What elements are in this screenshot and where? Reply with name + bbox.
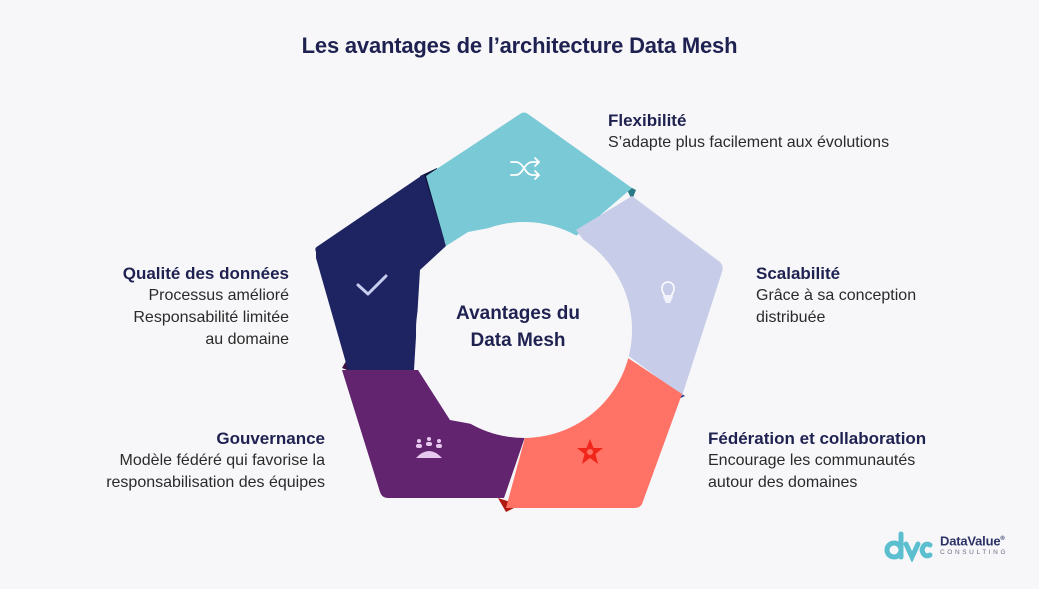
logo-brand: DataValue xyxy=(940,533,1001,549)
segment-gouvernance xyxy=(342,370,526,498)
benefit-heading: Fédération et collaboration xyxy=(708,429,927,448)
benefit-heading: Scalabilité xyxy=(756,264,841,283)
shuffle-icon xyxy=(510,157,540,180)
benefit-flexibilite: Flexibilité S’adapte plus facilement aux… xyxy=(608,110,889,154)
benefit-description-line: Modèle fédéré qui favorise la xyxy=(119,452,325,469)
segment-federation xyxy=(506,354,682,508)
team-meeting-icon xyxy=(416,437,442,458)
hands-star-icon xyxy=(577,439,603,464)
lightbulb-icon xyxy=(661,281,675,303)
benefit-description-line: Grâce à sa conception xyxy=(756,287,917,304)
benefit-heading: Gouvernance xyxy=(216,429,325,448)
benefit-description-line: au domaine xyxy=(205,331,289,348)
benefit-description-line: autour des domaines xyxy=(708,474,858,491)
benefit-scalabilite: Scalabilité Grâce à sa conception distri… xyxy=(756,263,916,329)
benefit-description: S’adapte plus facilement aux évolutions xyxy=(608,134,890,151)
logo-registered: ® xyxy=(1000,535,1005,542)
benefit-heading: Qualité des données xyxy=(122,264,289,283)
segment-scalabilite xyxy=(576,196,723,396)
benefit-description-line: distribuée xyxy=(756,309,826,326)
center-label-line2: Data Mesh xyxy=(470,330,566,351)
logo-subtitle: CONSULTING xyxy=(940,549,1009,557)
dvc-logo-mark-icon xyxy=(884,531,933,562)
center-circle xyxy=(416,222,632,438)
benefit-description-line: Responsabilité limitée xyxy=(133,309,289,326)
page-title: Les avantages de l’architecture Data Mes… xyxy=(301,33,738,58)
center-label: Avantages du Data Mesh xyxy=(418,300,618,354)
benefit-description-line: Processus amélioré xyxy=(148,287,290,304)
benefit-heading: Flexibilité xyxy=(608,111,687,130)
benefit-description-line: responsabilisation des équipes xyxy=(106,474,325,491)
center-label-line1: Avantages du xyxy=(456,303,580,324)
benefit-description-line: Encourage les communautés xyxy=(708,452,916,469)
benefit-gouvernance: Gouvernance Modèle fédéré qui favorise l… xyxy=(106,428,325,494)
benefit-federation: Fédération et collaboration Encourage le… xyxy=(708,428,926,494)
benefit-qualite: Qualité des données Processus amélioré R… xyxy=(123,263,289,351)
checkmark-icon xyxy=(356,274,388,296)
segment-qualite xyxy=(315,174,446,370)
segment-flexibilite xyxy=(426,112,632,246)
datavalue-logo: DataValue® CONSULTING xyxy=(884,528,1008,562)
